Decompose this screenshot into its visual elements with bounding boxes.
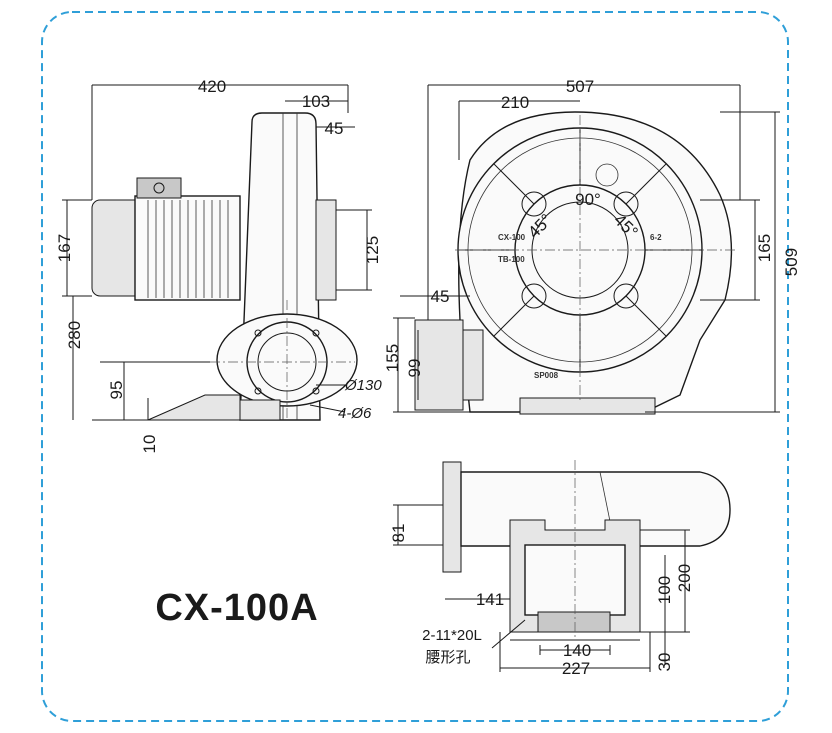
bottom-flange <box>442 461 462 573</box>
dim-outlet-inner-front: 99 <box>405 359 424 378</box>
terminal-screw <box>153 182 165 194</box>
dim-motor-height: 167 <box>55 234 74 262</box>
dim-outlet-height: 155 <box>383 344 402 372</box>
dim-foot-offset: 141 <box>476 590 504 609</box>
dim-overall-depth: 200 <box>675 564 694 592</box>
part-label-62: 6-2 <box>650 233 662 242</box>
dim-overall-length: 420 <box>198 77 226 96</box>
dim-overall-width: 507 <box>566 77 594 96</box>
slot-name: 腰形孔 <box>425 649 470 666</box>
dim-foot-depth: 30 <box>655 653 674 672</box>
bottom-dimension-lines <box>393 504 690 672</box>
part-label-tb: TB-100 <box>498 255 525 264</box>
slot-spec: 2-11*20L <box>422 627 482 644</box>
base-foot <box>239 399 281 421</box>
outlet-flange-front <box>414 319 464 411</box>
dim-base-depth: 100 <box>655 576 674 604</box>
dim-bolt-holes: 4-Ø6 <box>338 405 372 422</box>
dim-angle-90: 90° <box>575 190 601 209</box>
dim-center-height: 280 <box>65 321 84 349</box>
dashed-frame <box>41 11 789 722</box>
motor-fins <box>147 200 229 298</box>
side-dimension-lines <box>62 84 372 420</box>
dim-center-offset: 210 <box>501 93 529 112</box>
dim-outlet-offset: 103 <box>302 92 330 111</box>
outlet-flange-side <box>315 199 337 301</box>
dim-base-height: 95 <box>107 381 126 400</box>
model-name: CX-100A <box>155 587 318 629</box>
bolt-bosses <box>521 191 639 309</box>
dim-overall-height: 509 <box>782 248 801 276</box>
base-support <box>147 394 241 421</box>
dim-foot-span-outer: 227 <box>562 659 590 678</box>
dim-flange-depth: 45 <box>325 119 344 138</box>
dim-foot-span-inner: 140 <box>563 641 591 660</box>
dim-outlet-inner-side: 125 <box>363 236 382 264</box>
terminal-box <box>136 177 182 199</box>
rotation-badge <box>595 163 619 187</box>
front-dimension-lines <box>393 84 780 413</box>
bottom-base-plate <box>537 611 611 633</box>
dim-inlet-height: 165 <box>755 234 774 262</box>
dim-bottom-flange: 81 <box>389 524 408 543</box>
dim-foot-thickness: 10 <box>140 435 159 454</box>
motor-body <box>134 195 241 301</box>
dim-inlet-diameter: Ø130 <box>344 377 382 394</box>
front-base <box>519 397 656 415</box>
dim-flange-offset-front: 45 <box>431 287 450 306</box>
outlet-duct <box>462 329 484 401</box>
part-label-sp: SP008 <box>534 371 559 380</box>
front-view: CX-100 TB-100 6-2 SP008 90° 45° 45° 507 … <box>383 77 801 415</box>
part-label-cx: CX-100 <box>498 233 526 242</box>
side-view: 420 103 45 167 125 280 95 10 Ø130 4-Ø6 <box>55 77 382 453</box>
bottom-view: 81 141 2-11*20L 腰形孔 140 227 100 200 30 <box>389 460 731 678</box>
